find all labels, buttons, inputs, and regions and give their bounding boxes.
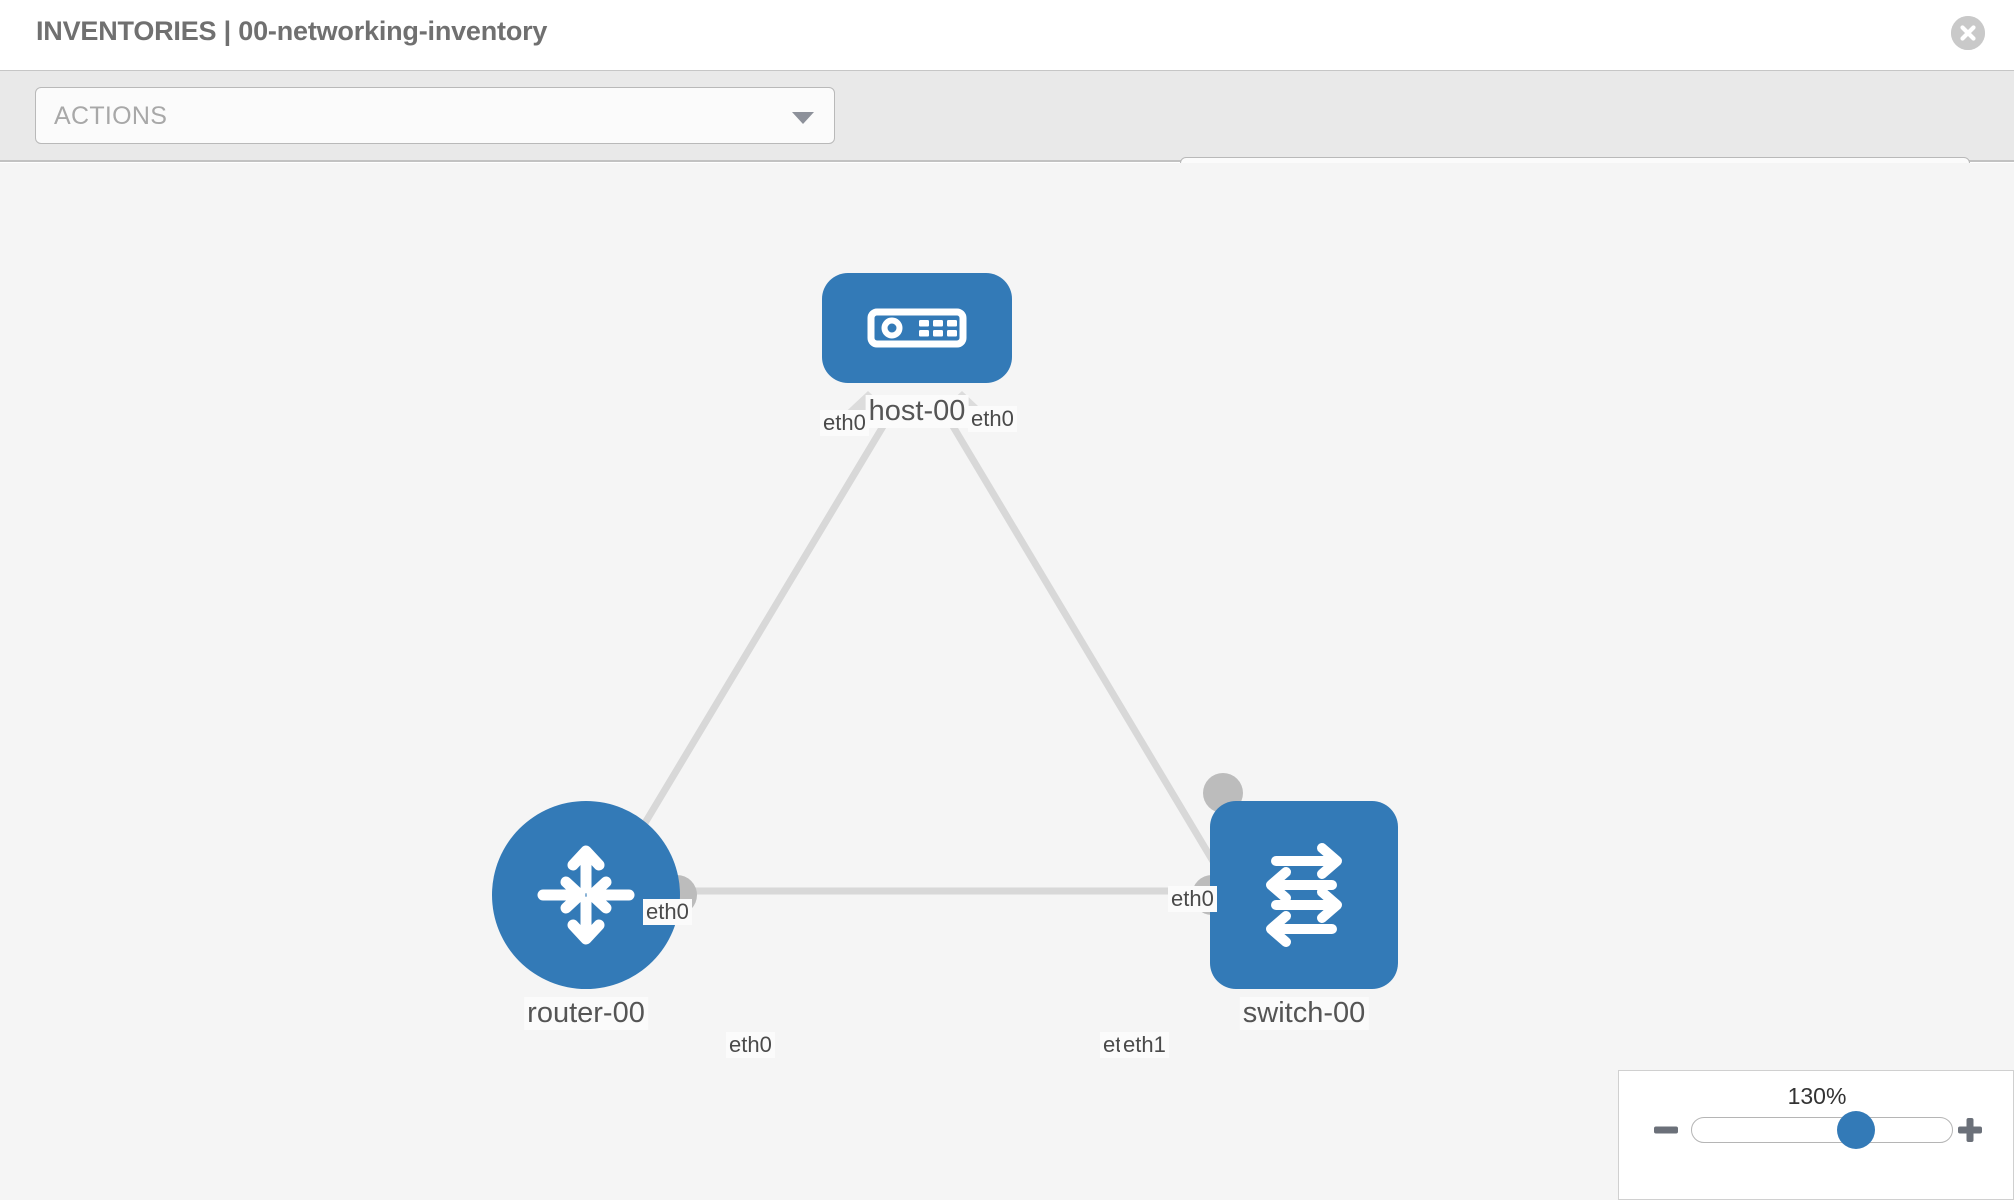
actions-dropdown-label: ACTIONS [54,102,168,130]
edge-label-router-right: eth0 [726,1032,775,1058]
edge-label-router-up: eth0 [643,899,692,925]
node-switch-00[interactable]: switch-00 [1192,773,1398,1030]
plus-icon[interactable] [1955,1115,1985,1145]
node-router-00[interactable]: router-00 [492,801,697,1030]
toolbar: ACTIONS SEARCH [0,70,2014,214]
node-label-router-00: router-00 [524,997,648,1030]
topology-canvas[interactable]: host-00 eth0 eth0 [0,163,2014,1200]
host-node-shape[interactable] [822,273,1012,383]
switch-icon [1266,843,1342,947]
router-icon [537,845,635,945]
close-icon[interactable] [1951,16,1985,50]
node-label-host-00: host-00 [865,395,969,428]
zoom-slider-thumb[interactable] [1837,1111,1875,1149]
node-host-00[interactable]: host-00 [822,273,1012,428]
zoom-slider[interactable] [1691,1111,1953,1149]
minus-icon[interactable] [1651,1115,1681,1145]
edge-label-switch-left-b: eth1 [1120,1032,1169,1058]
actions-dropdown[interactable]: ACTIONS [35,87,835,144]
edge-label-switch-up: eth0 [1168,886,1217,912]
zoom-level-label: 130% [1787,1083,1847,1109]
page-header: INVENTORIES | 00-networking-inventory [0,0,2014,70]
chevron-down-icon [792,112,814,124]
node-label-switch-00: switch-00 [1239,997,1369,1030]
router-node-shape[interactable] [492,801,680,989]
edge-label-host-right: eth0 [968,406,1017,432]
server-icon [867,308,967,348]
edge-label-host-left: eth0 [820,410,869,436]
page-title: INVENTORIES | 00-networking-inventory [36,16,548,46]
switch-node-shape[interactable] [1210,801,1398,989]
zoom-control-panel: 130% [1618,1070,2014,1200]
